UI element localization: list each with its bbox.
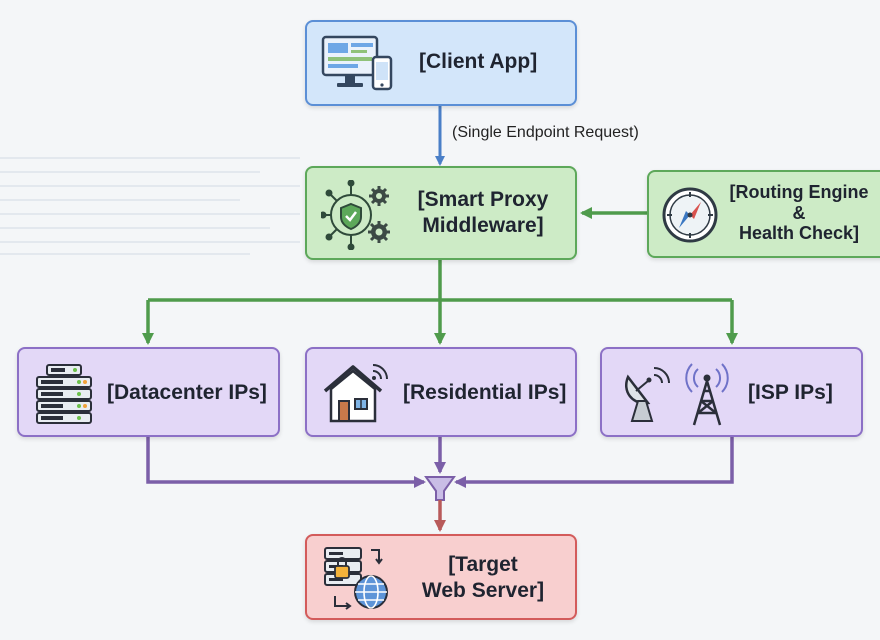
- datacenter-ips-node[interactable]: [Datacenter IPs]: [17, 347, 280, 437]
- funnel-icon: [424, 476, 456, 501]
- smart-proxy-label: [Smart Proxy Middleware]: [417, 188, 549, 238]
- target-web-server-node[interactable]: [Target Web Server]: [305, 534, 577, 620]
- satellite-dish-icon: [625, 367, 670, 422]
- isp-ips-label: [ISP IPs]: [748, 381, 833, 404]
- arrows-proxy-to-pools: [142, 260, 738, 345]
- routing-engine-label: [Routing Engine & Health Check]: [729, 182, 869, 244]
- background-lines: [0, 157, 300, 255]
- shield-gear-network-icon: [321, 180, 390, 250]
- single-endpoint-request-label: (Single Endpoint Request): [452, 124, 639, 141]
- client-app-label: [Client App]: [419, 50, 538, 73]
- desktop-and-phone-icon: [321, 35, 393, 91]
- radio-tower-icon: [685, 363, 729, 426]
- client-app-node[interactable]: [Client App]: [305, 20, 577, 106]
- isp-ips-node[interactable]: [ISP IPs]: [600, 347, 863, 437]
- server-rack-icon: [36, 364, 92, 424]
- compass-icon: [662, 187, 718, 243]
- arrows-pools-to-funnel: [146, 437, 734, 488]
- secure-server-globe-icon: [324, 547, 388, 610]
- smart-proxy-node[interactable]: [Smart Proxy Middleware]: [305, 166, 577, 260]
- residential-ips-label: [Residential IPs]: [403, 381, 567, 404]
- target-web-server-label: [Target Web Server]: [421, 553, 545, 603]
- routing-engine-node[interactable]: [Routing Engine & Health Check]: [647, 170, 880, 258]
- house-wifi-icon: [323, 364, 388, 423]
- residential-ips-node[interactable]: [Residential IPs]: [305, 347, 577, 437]
- datacenter-ips-label: [Datacenter IPs]: [107, 381, 267, 404]
